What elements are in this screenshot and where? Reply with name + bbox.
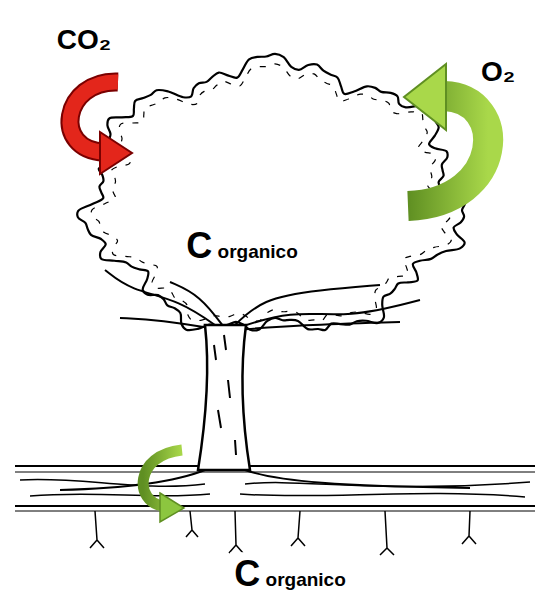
carbon-label: C organico <box>182 224 302 268</box>
soil-layer <box>15 466 535 511</box>
branch <box>235 322 400 330</box>
roots <box>90 511 476 555</box>
formula-label: CO₂ <box>57 25 111 56</box>
branch <box>105 270 222 330</box>
branch <box>232 300 420 330</box>
o2-arrow <box>408 96 488 206</box>
formula-label: O₂ <box>481 57 515 88</box>
flow-arrows <box>70 64 488 522</box>
tree-trunk <box>198 325 250 470</box>
carbon-label: C organico <box>230 552 350 596</box>
canopy-texture <box>91 64 454 321</box>
